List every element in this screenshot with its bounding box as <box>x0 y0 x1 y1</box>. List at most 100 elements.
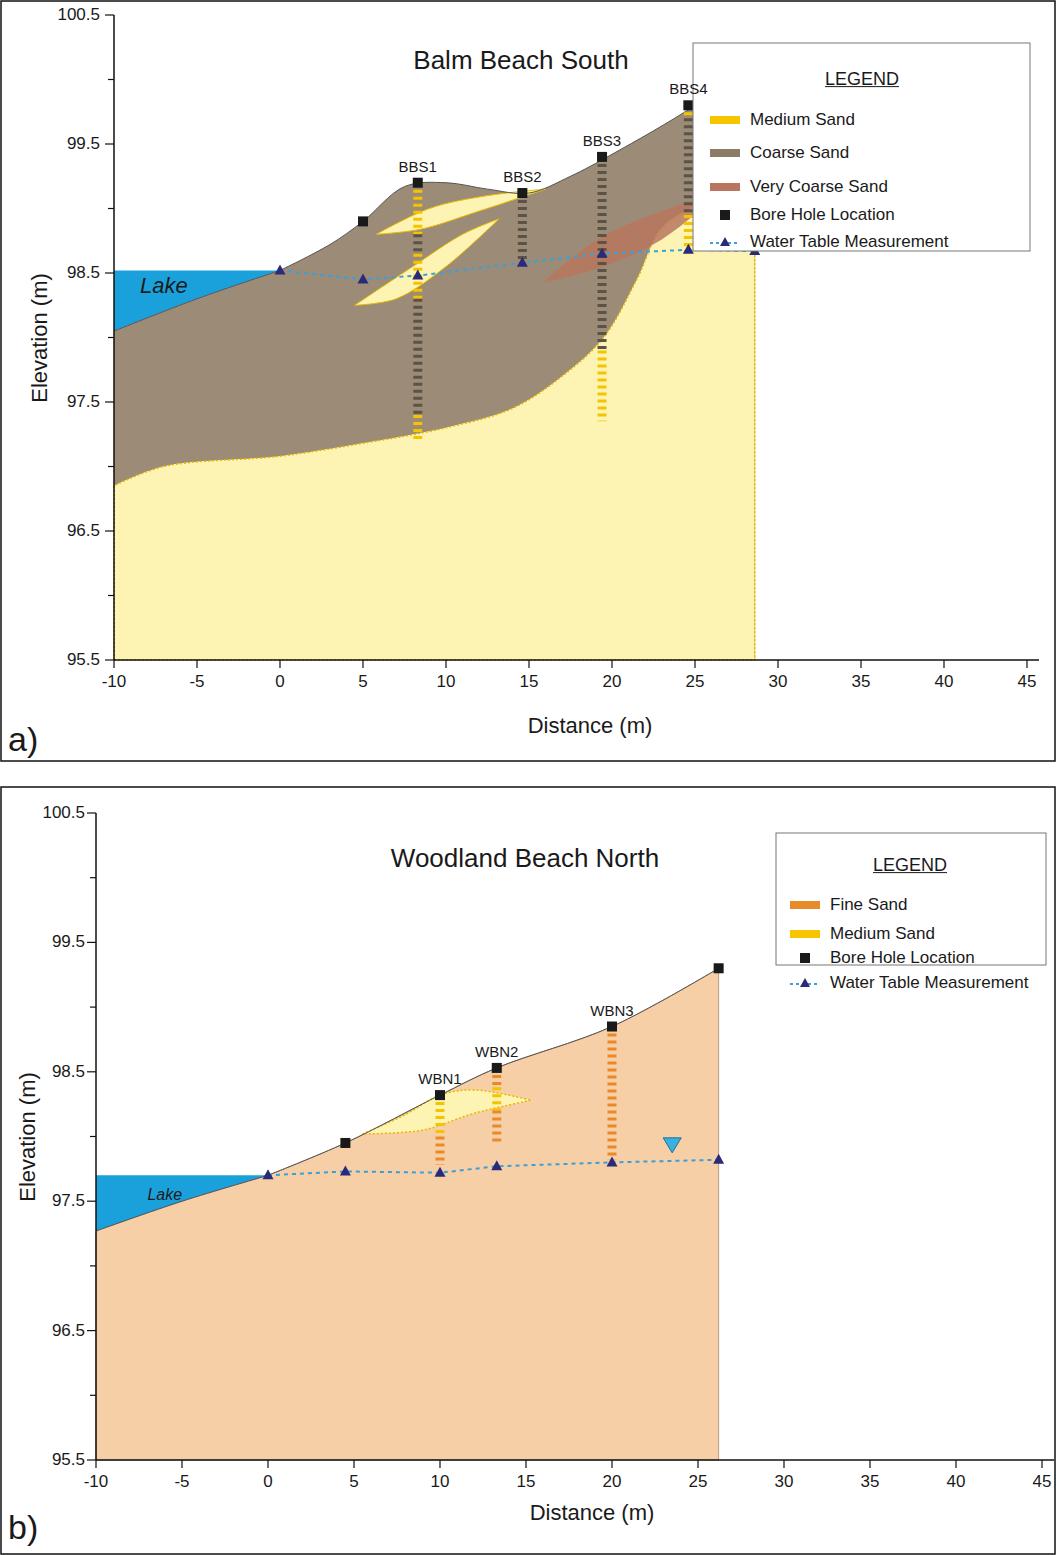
legend-swatch <box>710 183 740 191</box>
bore-hole-marker <box>435 1090 445 1100</box>
bore-log <box>436 1095 445 1136</box>
legend-label: Medium Sand <box>830 925 935 944</box>
medium-sand-lens <box>355 219 499 305</box>
axis-title: Distance (m) <box>528 714 653 738</box>
bore-hole-marker <box>607 1022 617 1032</box>
bore-hole-label: BBS3 <box>583 133 621 150</box>
water-body-label: Lake <box>147 1186 182 1204</box>
tick-label: 10 <box>437 673 456 692</box>
water-table-point <box>491 1160 502 1170</box>
tick-label: 5 <box>358 673 367 692</box>
tick-label: 98.5 <box>67 264 100 283</box>
water-table-symbol <box>663 1138 681 1153</box>
bore-hole-marker <box>517 188 527 198</box>
tick-label: 20 <box>603 673 622 692</box>
y-tick <box>90 877 96 878</box>
water-body-label: Lake <box>140 274 188 298</box>
legend-symbol <box>790 951 820 965</box>
tick-label: 99.5 <box>52 933 85 952</box>
water-table-point <box>607 1156 618 1166</box>
x-tick <box>1026 660 1027 668</box>
bore-log <box>598 350 607 421</box>
medium-sand-lens <box>363 1090 532 1134</box>
y-tick <box>105 659 114 660</box>
tick-label: 35 <box>861 1473 880 1492</box>
bore-log <box>492 1087 501 1110</box>
tick-label: 20 <box>603 1473 622 1492</box>
bore-hole-marker <box>340 1138 350 1148</box>
water-table-line <box>268 1160 719 1176</box>
tick-label: 100.5 <box>57 6 100 25</box>
x-tick <box>697 1460 698 1468</box>
water-table-point <box>340 1165 351 1175</box>
x-tick <box>196 660 197 668</box>
y-tick <box>108 208 114 209</box>
tick-label: 30 <box>775 1473 794 1492</box>
bore-hole-marker <box>714 963 724 973</box>
tick-label: -5 <box>174 1473 189 1492</box>
tick-label: 25 <box>686 673 705 692</box>
water-table-point <box>597 248 608 258</box>
x-tick <box>279 660 280 668</box>
x-tick <box>783 1460 784 1468</box>
tick-label: 40 <box>947 1473 966 1492</box>
panel-title: Woodland Beach North <box>391 844 659 873</box>
ground-surface <box>96 968 719 1231</box>
bore-hole-marker <box>358 216 368 226</box>
y-tick <box>90 1265 96 1266</box>
x-tick <box>113 660 114 668</box>
y-tick <box>87 1071 96 1072</box>
fine-sand-unit <box>96 968 719 1460</box>
water-table-point <box>358 273 369 283</box>
tick-label: 97.5 <box>52 1192 85 1211</box>
y-tick <box>87 812 96 813</box>
x-tick <box>777 660 778 668</box>
water-table-point <box>683 244 694 254</box>
bore-hole-marker <box>597 152 607 162</box>
legend-swatch <box>710 149 740 157</box>
tick-label: 97.5 <box>67 393 100 412</box>
tick-label: 40 <box>935 673 954 692</box>
legend-label: Water Table Measurement <box>750 233 948 252</box>
panel-frame <box>1 1 1055 761</box>
x-tick <box>694 660 695 668</box>
legend-swatch <box>710 116 740 124</box>
y-tick <box>90 1136 96 1137</box>
legend-label: Bore Hole Location <box>750 206 895 225</box>
tick-label: 45 <box>1033 1473 1052 1492</box>
x-tick <box>445 660 446 668</box>
axis-title: Elevation (m) <box>16 1072 40 1202</box>
legend-box <box>693 43 1030 251</box>
y-tick <box>105 272 114 273</box>
tick-label: -10 <box>102 673 127 692</box>
y-tick <box>87 1330 96 1331</box>
axis-title: Distance (m) <box>530 1501 655 1525</box>
tick-label: 96.5 <box>52 1321 85 1340</box>
medium-sand-unit <box>114 176 755 660</box>
x-tick <box>611 1460 612 1468</box>
x-tick <box>955 1460 956 1468</box>
bore-hole-marker <box>492 1063 502 1073</box>
panel-frame <box>1 787 1055 1554</box>
water-table-point <box>412 270 423 280</box>
tick-label: 96.5 <box>67 522 100 541</box>
bore-log <box>413 254 422 299</box>
bore-log <box>492 1111 501 1146</box>
y-tick <box>108 337 114 338</box>
tick-label: 95.5 <box>67 651 100 670</box>
bore-hole-label: BBS4 <box>669 81 707 98</box>
x-tick <box>869 1460 870 1468</box>
y-tick <box>105 143 114 144</box>
panel-letter: b) <box>8 1509 38 1546</box>
bore-hole-label: BBS1 <box>399 158 437 175</box>
legend-label: Water Table Measurement <box>830 974 1028 993</box>
legend-symbol <box>710 208 740 222</box>
bore-log <box>684 215 693 254</box>
bore-hole-label: WBN1 <box>418 1071 461 1088</box>
axis-title: Elevation (m) <box>28 273 52 403</box>
x-tick <box>528 660 529 668</box>
x-tick <box>943 660 944 668</box>
legend-heading: LEGEND <box>873 856 947 876</box>
tick-label: 15 <box>517 1473 536 1492</box>
tick-label: 30 <box>769 673 788 692</box>
